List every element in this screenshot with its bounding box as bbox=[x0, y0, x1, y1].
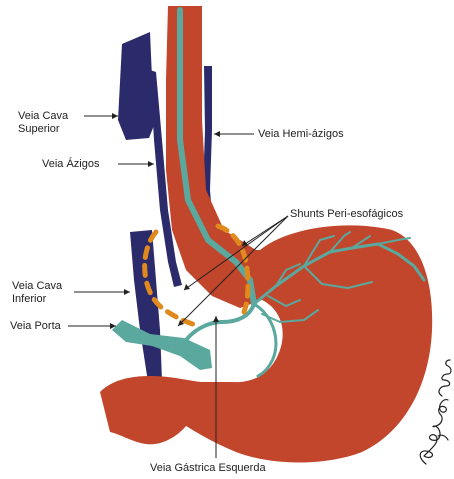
label-azygos-vein: Veia Ázigos bbox=[42, 158, 99, 171]
label-portal-vein: Veia Porta bbox=[10, 320, 61, 333]
label-superior-vena-cava-line1: Veia Cava bbox=[18, 110, 68, 123]
artist-signature bbox=[412, 356, 454, 466]
portal-vein bbox=[112, 320, 212, 370]
label-superior-vena-cava: Veia Cava Superior bbox=[18, 110, 68, 136]
label-left-gastric-vein: Veia Gástrica Esquerda bbox=[150, 462, 266, 475]
label-peri-esophageal-shunts: Shunts Peri-esofágicos bbox=[290, 208, 403, 221]
label-inferior-vena-cava-line1: Veia Cava bbox=[12, 280, 62, 293]
label-inferior-vena-cava: Veia Cava Inferior bbox=[12, 280, 62, 306]
label-inferior-vena-cava-line2: Inferior bbox=[12, 293, 62, 306]
label-hemiazygos-vein: Veia Hemi-ázigos bbox=[258, 128, 344, 141]
label-superior-vena-cava-line2: Superior bbox=[18, 123, 68, 136]
